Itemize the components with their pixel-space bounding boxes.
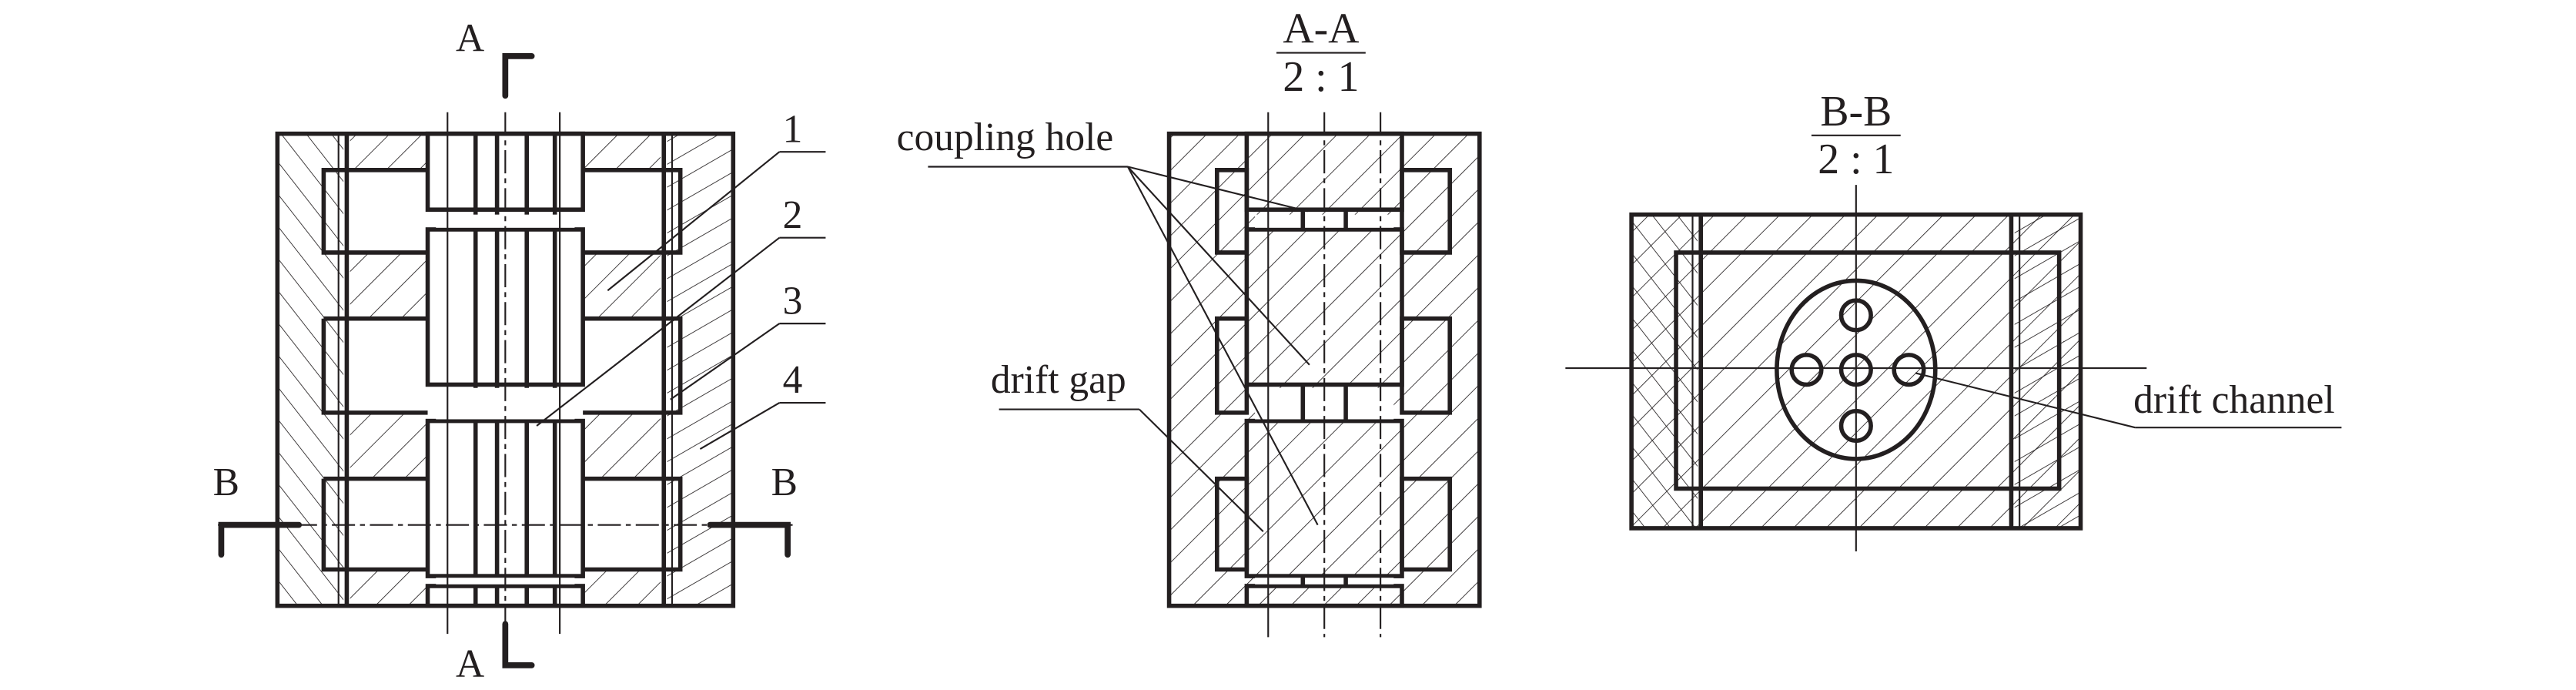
callout-1: 1 xyxy=(783,107,803,151)
section-bb-title: B-B xyxy=(1820,88,1892,136)
drift-tube-disk xyxy=(1775,278,1938,461)
left-outer-wall xyxy=(277,133,344,606)
callouts: 1 2 3 4 xyxy=(536,107,826,450)
coupling-hole-leaders xyxy=(1126,166,1319,526)
inner-webs xyxy=(350,133,661,606)
section-bb-scale: 2 : 1 xyxy=(1818,136,1894,183)
drift-channel-hole xyxy=(1838,298,1873,333)
drift-channel-hole xyxy=(1789,353,1824,387)
section-aa-view: A-A 2 : 1 coupling hole xyxy=(897,5,1482,638)
section-aa-scale: 2 : 1 xyxy=(1283,53,1359,101)
drift-channels xyxy=(1775,278,1938,461)
cavities xyxy=(321,167,683,572)
section-a-bottom-marker xyxy=(502,621,535,668)
label-a-bottom: A xyxy=(456,642,484,686)
main-view: A A B B 1 2 3 4 xyxy=(213,16,826,686)
section-a-top-marker xyxy=(502,53,535,99)
label-a-top: A xyxy=(456,16,484,60)
section-bb-view: B-B 2 : 1 drift channel xyxy=(1565,88,2342,551)
section-b-left-marker xyxy=(218,521,303,558)
drift-channel-hole xyxy=(1838,353,1873,387)
label-coupling-hole: coupling hole xyxy=(897,116,1114,159)
callout-2: 2 xyxy=(783,193,803,237)
drift-channel-hole xyxy=(1838,408,1873,444)
callout-4: 4 xyxy=(783,358,803,402)
label-drift-gap: drift gap xyxy=(991,358,1126,402)
drift-channel-hole xyxy=(1892,353,1926,387)
right-outer-wall xyxy=(667,133,734,606)
callout-3: 3 xyxy=(783,279,803,323)
section-b-right-marker xyxy=(707,521,791,558)
label-b-right: B xyxy=(771,461,798,504)
section-aa-title: A-A xyxy=(1283,5,1359,53)
label-b-left: B xyxy=(213,461,239,504)
label-drift-channel: drift channel xyxy=(2133,378,2335,422)
